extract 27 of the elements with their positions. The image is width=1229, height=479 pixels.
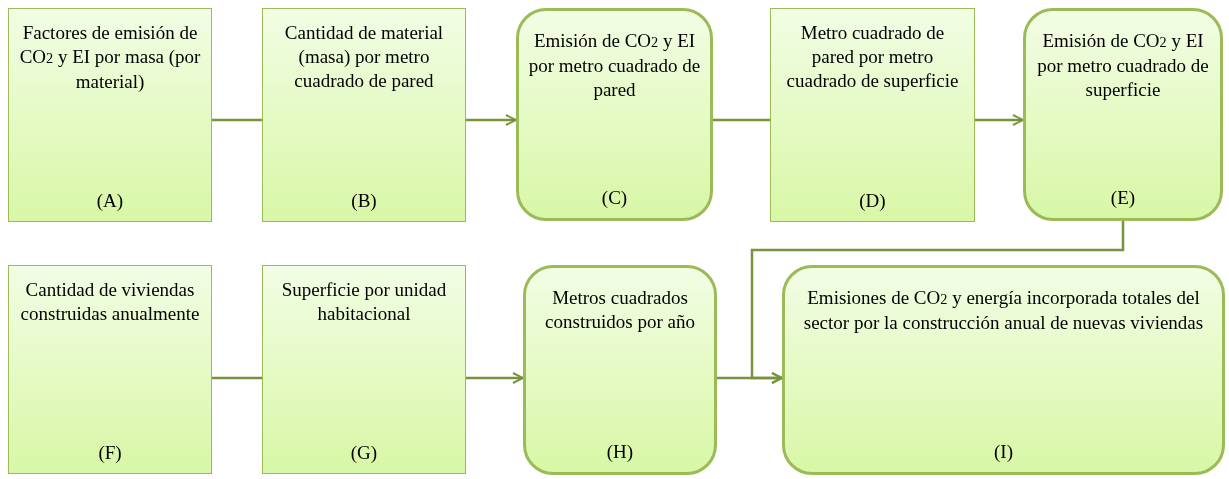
box-letter: (A) <box>96 189 124 213</box>
box-text: Superficie por unidad habitacional <box>280 278 448 326</box>
box-text: Cantidad de material (masa) por metro cuadrado de pared <box>283 21 445 93</box>
connector-arrow <box>750 221 1125 384</box>
box-letter: (H) <box>606 440 634 464</box>
box-letter: (E) <box>1110 186 1136 210</box>
process-box <box>262 265 466 474</box>
box-letter: (D) <box>859 189 886 213</box>
rounded-process-box <box>1023 8 1223 221</box>
connector-arrow <box>466 114 517 126</box>
box-letter: (I) <box>994 440 1013 464</box>
box-text: Metro cuadrado de pared por metro cuadrado de superficie <box>785 21 960 93</box>
rounded-process-box <box>782 265 1225 475</box>
box-letter: (C) <box>601 186 628 210</box>
process-box <box>8 8 212 222</box>
connector-arrow <box>975 114 1024 126</box>
process-box <box>262 8 466 222</box>
box-letter: (F) <box>98 441 122 465</box>
box-letter: (B) <box>351 189 377 213</box>
connector-arrow <box>466 372 524 384</box>
box-text: Metros cuadrados construidos por año <box>544 286 696 334</box>
box-text: Cantidad de viviendas construidas anualmente <box>19 278 201 326</box>
process-box <box>8 265 212 474</box>
rounded-process-box <box>516 8 713 221</box>
box-letter: (G) <box>350 441 378 465</box>
rounded-process-box <box>523 265 717 475</box>
process-box <box>770 8 975 222</box>
